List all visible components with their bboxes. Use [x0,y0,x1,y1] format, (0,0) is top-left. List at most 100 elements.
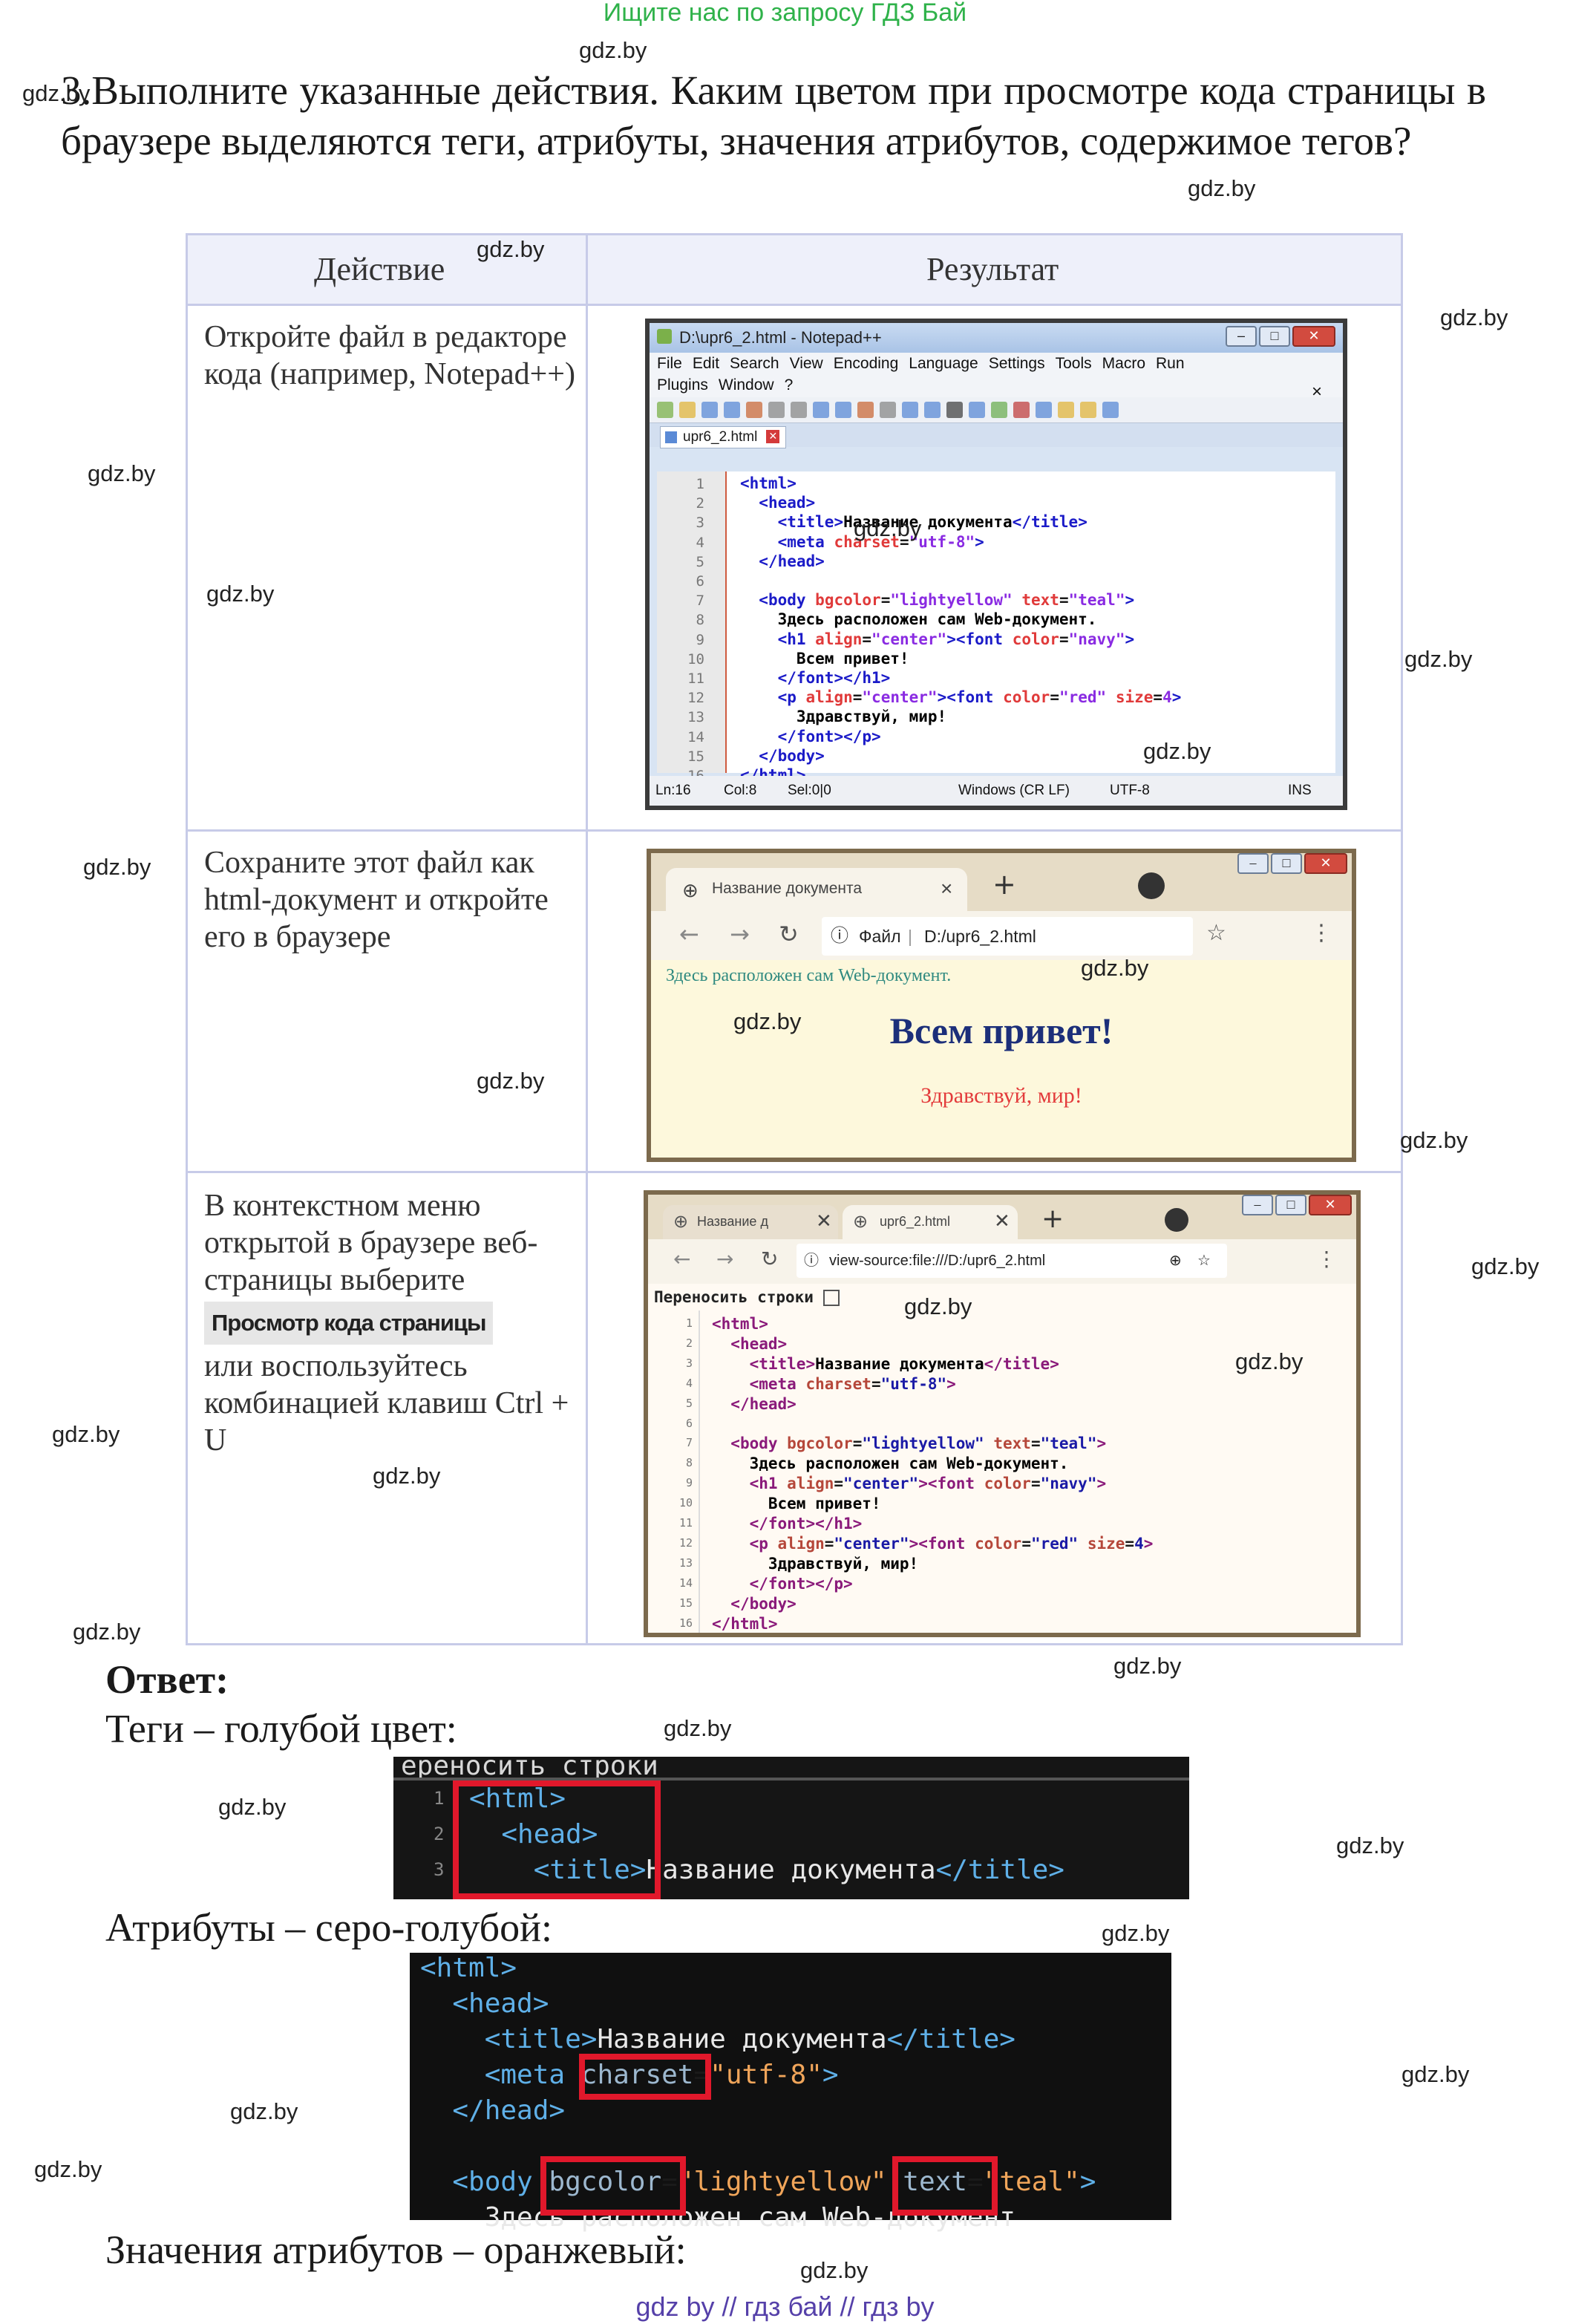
browser-tab[interactable]: ⊕ Название документа × [666,868,967,911]
star-icon[interactable]: ☆ [1197,1253,1211,1269]
toolbar-icon[interactable] [724,402,740,418]
minimize-icon[interactable]: – [1242,1195,1273,1215]
address-separator: | [908,927,912,946]
table-column-divider [586,235,588,1643]
reload-icon[interactable]: ↻ [761,1247,779,1271]
attrs-code-snippet: <html> <head> <title>Название документа<… [410,1953,1171,2233]
view-source-menu-label: Просмотр кода страницы [204,1302,494,1345]
tab-close-icon[interactable]: ✕ [766,430,780,443]
profile-icon[interactable] [1165,1208,1188,1232]
close-icon[interactable]: ✕ [1309,1195,1352,1215]
address-bar[interactable]: ⓘ Файл | D:/upr6_2.html [822,917,1193,956]
line-number: 5 [696,553,704,570]
toolbar-icon[interactable] [1080,402,1096,418]
forward-arrow-icon[interactable]: → [716,1247,734,1271]
new-tab-button[interactable]: + [992,868,1016,901]
notepad-menubar: File Edit Search View Encoding Language Settin… [650,353,1343,402]
minimize-icon[interactable]: – [1237,853,1269,874]
maximize-icon[interactable]: □ [1275,1195,1306,1215]
menu-item[interactable]: Macro [1102,355,1146,372]
wrap-lines-option[interactable]: Переносить строки [654,1288,840,1306]
menu-row-2: Plugins Window? [657,374,1343,396]
menu-item[interactable]: Language [909,355,978,372]
toolbar-icon[interactable] [924,402,941,418]
toolbar-icon[interactable] [1102,402,1119,418]
toolbar-icon[interactable] [969,402,985,418]
watermark: gdz.by [477,236,545,262]
toolbar-icon[interactable] [835,402,851,418]
tab-close-icon[interactable]: ✕ [994,1210,1010,1232]
snippet-wrap-label: ереносить строки [401,1751,658,1781]
menu-item[interactable]: Settings [988,355,1045,372]
address-url: D:/upr6_2.html [924,927,1036,946]
line-number: 2 [696,495,704,512]
toolbar-icon[interactable] [1036,402,1052,418]
snippet-line: <title>Название документа</title> [484,2024,1015,2054]
status-col: Col:8 [724,783,757,798]
new-tab-button[interactable]: + [1041,1204,1064,1234]
close-icon[interactable]: ✕ [1304,853,1347,874]
zoom-icon[interactable]: ⊕ [1169,1253,1182,1269]
toolbar-icon[interactable] [857,402,874,418]
line-number: 11 [678,1516,693,1530]
menu-item[interactable]: Tools [1055,355,1092,372]
toolbar-icon[interactable] [902,402,918,418]
toolbar-icon[interactable] [946,402,963,418]
toolbar-icon[interactable] [679,402,696,418]
tab-close-icon[interactable]: × [941,877,953,900]
maximize-icon[interactable]: □ [1271,853,1302,874]
forward-arrow-icon[interactable]: → [730,920,750,948]
toolbar-icon[interactable] [768,402,785,418]
tab-close-icon[interactable]: ✕ [816,1210,832,1232]
snippet-line: <html> [420,1953,517,1983]
browser-tab-title: Название документа [712,880,863,897]
minimize-icon[interactable]: – [1226,326,1257,347]
toolbar-icon[interactable] [657,402,673,418]
menu-item[interactable]: Search [730,355,779,372]
toolbar-icon[interactable] [880,402,896,418]
toolbar-icon[interactable] [746,402,762,418]
col-header-action: Действие [314,251,445,287]
address-url: view-source:file:///D:/upr6_2.html [829,1253,1046,1269]
menu-item[interactable]: Plugins [657,376,708,394]
address-bar[interactable]: ⓘ view-source:file:///D:/upr6_2.html ⊕ ☆ [797,1244,1227,1278]
notepad-titlebar: D:\upr6_2.html - Notepad++ – □ ✕ [650,323,1343,353]
toolbar-icon[interactable] [813,402,829,418]
line-number: 15 [687,748,704,765]
page-viewport: Здесь расположен сам Web-документ. Всем … [651,960,1352,1158]
file-tab[interactable]: upr6_2.html ✕ [660,426,787,448]
watermark: gdz.by [1081,955,1149,981]
reload-icon[interactable]: ↻ [779,920,799,948]
tags-code-snippet: ереносить строки 1<html>2 <head>3 <title… [393,1751,1189,1899]
toolbar-icon[interactable] [701,402,718,418]
toolbar-icon[interactable] [1058,402,1074,418]
back-arrow-icon[interactable]: ← [679,920,699,948]
answer-attrs-line: Атрибуты – серо-голубой: [105,1905,553,1950]
browser-tab-2[interactable]: ⊕ upr6_2.html ✕ [843,1205,1018,1239]
profile-icon[interactable] [1138,872,1165,899]
toolbar-icon[interactable] [791,402,807,418]
task-text: 3.Выполните указанные действия. Каким цв… [61,65,1486,166]
menu-kebab-icon[interactable]: ⋮ [1316,1247,1337,1271]
notepad-editor[interactable]: 1<html>2 <head>3 <title>Название докумен… [657,471,1335,784]
menu-item[interactable]: Encoding [833,355,899,372]
menu-item[interactable]: View [789,355,823,372]
snippet-line: <head> [452,1988,549,2019]
toolbar-icon[interactable] [1013,402,1030,418]
menu-close-icon[interactable]: × [1311,382,1322,402]
menu-item[interactable]: Run [1156,355,1185,372]
snippet-line: <body bgcolor="lightyellow" text="teal"> [452,2167,1096,2197]
back-arrow-icon[interactable]: ← [673,1247,691,1271]
toolbar-icon[interactable] [991,402,1007,418]
code-line: Здесь расположен сам Web-документ. [740,610,1097,629]
close-icon[interactable]: ✕ [1292,326,1335,347]
menu-item[interactable]: Edit [692,355,720,372]
menu-kebab-icon[interactable]: ⋮ [1310,920,1332,946]
menu-item[interactable]: Window [718,376,774,394]
menu-item[interactable]: ? [784,376,794,394]
star-icon[interactable]: ☆ [1206,920,1226,946]
menu-item[interactable]: File [657,355,682,372]
maximize-icon[interactable]: □ [1259,326,1290,347]
wrap-lines-checkbox[interactable] [822,1290,840,1306]
browser-tab-1[interactable]: ⊕ Название д ✕ [663,1205,838,1239]
